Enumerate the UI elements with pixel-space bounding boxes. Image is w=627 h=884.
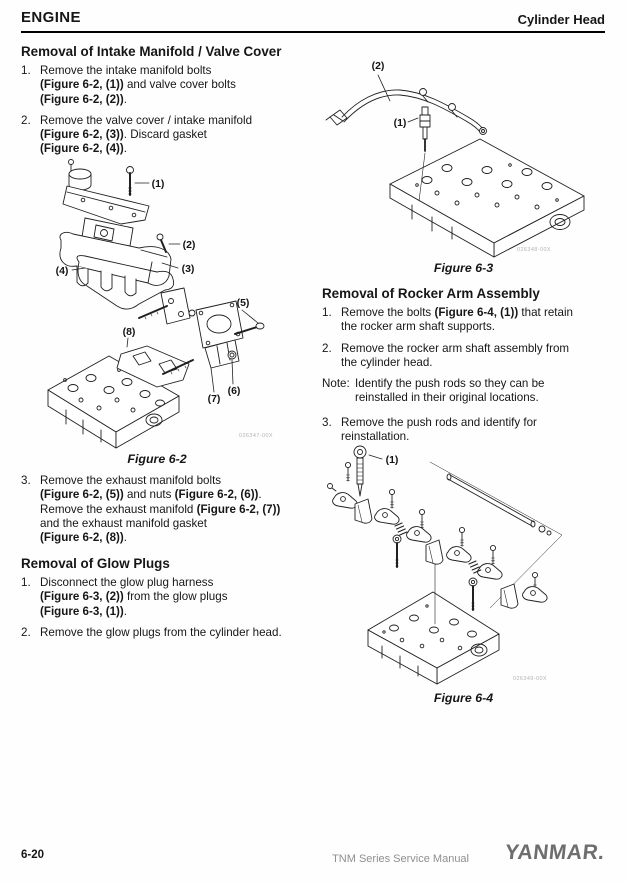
callout-label: (1) <box>394 117 407 129</box>
callout-label: (1) <box>386 454 399 466</box>
step-number: 1. <box>322 306 332 319</box>
step-text: Remove the intake manifold bolts(Figure … <box>40 64 236 106</box>
glow-plug-steps: 1. Disconnect the glow plug harness(Figu… <box>21 576 303 640</box>
exhaust-manifold-drawing <box>195 300 244 369</box>
rocker-arm-exploded-drawing <box>327 445 563 685</box>
step-text: Remove the exhaust manifold bolts(Figure… <box>40 474 281 545</box>
valve-cover-gasket-drawing <box>76 255 175 310</box>
figure-6-4-caption: Figure 6-4 <box>433 691 494 705</box>
step-text: Remove the glow plugs from the cylinder … <box>40 625 282 639</box>
step-number: 3. <box>21 474 31 487</box>
list-item: 3. Remove the exhaust manifold bolts(Fig… <box>21 474 303 545</box>
callout-label: (2) <box>372 60 385 72</box>
callout-label: (7) <box>208 393 221 405</box>
list-item: 3. Remove the push rods and identify for… <box>322 416 606 445</box>
note-label: Note: <box>322 377 350 391</box>
step-text: Remove the rocker arm shaft assembly fro… <box>341 341 570 369</box>
step-text: Remove the valve cover / intake manifold… <box>40 113 253 156</box>
figure-code: 026347-00X <box>239 433 273 439</box>
list-item: 1. Disconnect the glow plug harness(Figu… <box>21 576 303 619</box>
stud-drawing <box>138 305 194 375</box>
step-number: 2. <box>322 341 332 355</box>
page-header-subsection: Cylinder Head <box>517 12 605 27</box>
yanmar-logo: YANMAR. <box>504 841 607 864</box>
figure-code: 026349-00X <box>513 676 547 682</box>
cylinder-head-drawing <box>367 591 500 685</box>
callout-label: (2) <box>183 239 196 251</box>
header-rule <box>21 31 605 33</box>
step-number: 2. <box>21 113 31 127</box>
figure-6-2-illustration: (1) (2) (3) (4) (5) (6) (7) (8) 026347-0… <box>47 159 273 449</box>
bracket-drawing <box>160 287 196 325</box>
callout-label: (1) <box>152 178 165 190</box>
exploded-view-guide-lines <box>429 461 563 609</box>
page-number: 6-20 <box>21 849 45 861</box>
cylinder-head-drawing <box>389 138 585 258</box>
note: Note: Identify the push rods so they can… <box>322 377 606 406</box>
valve-cover-bolt-drawing <box>126 166 134 196</box>
intake-step-3: 3. Remove the exhaust manifold bolts(Fig… <box>21 474 303 545</box>
intake-manifold-drawing <box>59 217 172 297</box>
intake-steps: 1. Remove the intake manifold bolts(Figu… <box>21 64 303 157</box>
step-number: 1. <box>21 64 31 77</box>
step-text: Disconnect the glow plug harness(Figure … <box>40 576 228 618</box>
figure-code: 026348-00X <box>517 247 551 253</box>
callout-label: (6) <box>228 385 241 397</box>
manual-title: TNM Series Service Manual <box>332 853 469 865</box>
valve-cover-drawing <box>62 159 150 225</box>
callout-label: (5) <box>237 297 250 309</box>
step-number: 2. <box>21 625 31 639</box>
rocker-shaft-bolt-drawing <box>353 445 367 497</box>
callout-label: (3) <box>182 263 195 275</box>
exhaust-gasket-drawing <box>116 345 190 388</box>
section-title-rocker-arm: Removal of Rocker Arm Assembly <box>322 286 540 301</box>
callout-label: (4) <box>56 265 69 277</box>
section-title-intake: Removal of Intake Manifold / Valve Cover <box>21 44 282 59</box>
callout-label: (8) <box>123 326 136 338</box>
list-item: 2. Remove the rocker arm shaft assembly … <box>322 342 606 371</box>
exhaust-stud-bolt-drawing <box>234 322 265 335</box>
figure-6-3-caption: Figure 6-3 <box>433 261 494 275</box>
step-number: 3. <box>322 415 332 429</box>
glow-plug-drawing <box>418 106 431 202</box>
list-item: 1. Remove the bolts (Figure 6-4, (1)) th… <box>322 306 606 335</box>
figure-6-2-caption: Figure 6-2 <box>127 452 187 466</box>
step-number: 1. <box>21 576 31 589</box>
glow-plug-drawing-group <box>325 74 585 258</box>
valve-cover-bolt2-drawing <box>156 233 167 253</box>
rocker-arm-steps: 1. Remove the bolts (Figure 6-4, (1)) th… <box>322 306 606 444</box>
page-header-section: ENGINE <box>21 9 81 26</box>
list-item: 2. Remove the valve cover / intake manif… <box>21 114 303 157</box>
list-item: 2. Remove the glow plugs from the cylind… <box>21 626 303 640</box>
rocker-shaft-drawing <box>446 473 552 536</box>
callout-leader-lines <box>71 182 259 393</box>
right-column: (2) (1) 026348-00X Figure 6-3 Removal of… <box>322 0 606 884</box>
cylinder-head-drawing <box>47 355 180 449</box>
callout-leader-lines <box>377 74 419 123</box>
exhaust-nut-drawing <box>227 350 237 360</box>
glow-plug-harness-drawing <box>325 88 487 135</box>
callout-leader-line <box>368 454 383 460</box>
intake-manifold-exploded-drawing <box>47 159 265 449</box>
list-item: 1. Remove the intake manifold bolts(Figu… <box>21 64 303 107</box>
left-column: Removal of Intake Manifold / Valve Cover… <box>21 0 303 884</box>
rocker-arm-train-drawing <box>327 461 548 611</box>
figure-6-4-illustration: (1) 026349-00X <box>327 445 563 685</box>
figure-6-3-illustration: (2) (1) 026348-00X <box>325 60 585 258</box>
section-title-glow-plugs: Removal of Glow Plugs <box>21 556 170 571</box>
step-text: Remove the bolts (Figure 6-4, (1)) that … <box>341 306 573 334</box>
